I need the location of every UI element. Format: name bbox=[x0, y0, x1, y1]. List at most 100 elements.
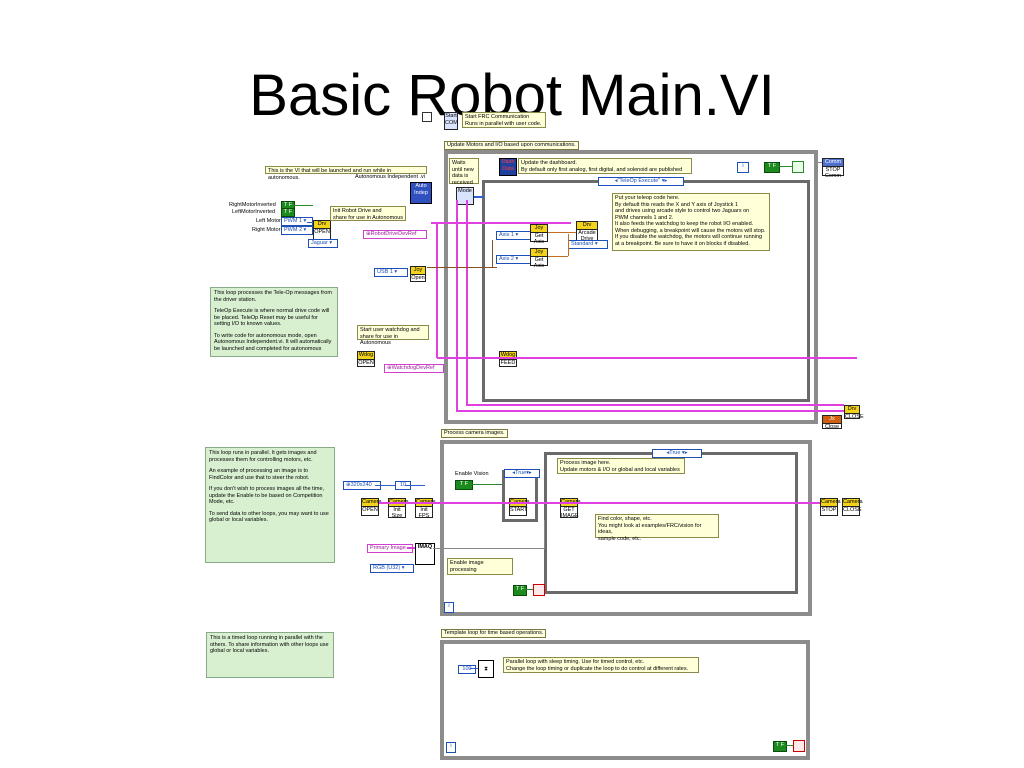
robot-drive-ref[interactable]: ⊕RobotDriveDevRef bbox=[363, 230, 427, 239]
camera-start-vi[interactable]: Camera START bbox=[509, 498, 530, 516]
camera-init-size-vi[interactable]: Camera Init Size bbox=[388, 498, 409, 519]
axis2-control[interactable]: Axis 2 ▾ bbox=[496, 255, 532, 264]
refnum-wire-1 bbox=[431, 222, 571, 224]
refnum-wire-3 bbox=[436, 224, 438, 358]
timed-while-loop bbox=[440, 640, 810, 760]
camera-loop-info-icon: i bbox=[444, 602, 454, 613]
left-motor-inverted-bool[interactable]: T F bbox=[281, 208, 295, 217]
imaq-wire bbox=[433, 548, 545, 549]
camera-while-loop bbox=[440, 440, 812, 616]
pwm-wire bbox=[307, 222, 313, 223]
top-bool-wire bbox=[778, 166, 792, 167]
update-motors-label: Update Motors and I/O based upon communi… bbox=[444, 141, 579, 150]
camera-loop-note: This loop runs in parallel. It gets imag… bbox=[205, 447, 335, 563]
timed-loop-info-icon: i bbox=[446, 742, 456, 753]
refnum-wire-5 bbox=[456, 200, 458, 412]
teleop-while-loop bbox=[444, 150, 818, 424]
start-mode-vi[interactable]: Mode bbox=[456, 187, 474, 205]
watchdog-open-vi[interactable]: Wdog OPEN bbox=[357, 351, 375, 367]
camera-main-wire bbox=[379, 502, 820, 504]
close-vi-top[interactable]: Jx Close bbox=[822, 415, 842, 430]
axis-wire-2v bbox=[568, 234, 569, 256]
axis1-control[interactable]: Axis 1 ▾ bbox=[496, 231, 532, 240]
dashboard-vi[interactable]: Dash Data bbox=[499, 158, 517, 176]
left-motor-inverted-label: LeftMotorInverted bbox=[232, 209, 276, 215]
refnum-wire-4 bbox=[456, 410, 844, 412]
camera-label: Process camera images. bbox=[441, 429, 508, 438]
camera-open-vi[interactable]: Camera OPEN bbox=[361, 498, 382, 516]
refnum-wire-6 bbox=[466, 404, 844, 406]
get-axis1-vi[interactable]: Joy Get Axis bbox=[530, 224, 548, 245]
start-comm-connector bbox=[422, 112, 432, 122]
robot-drive-open-vi[interactable]: Drv OPEN bbox=[313, 220, 331, 240]
enable-vision-bool[interactable]: T F bbox=[455, 480, 473, 490]
timed-loop-note: This is a timed loop running in parallel… bbox=[206, 632, 334, 678]
teleop-note: Put your teleop code here. By default th… bbox=[612, 193, 770, 251]
rgb-control[interactable]: RGB (U32) ▾ bbox=[370, 564, 414, 573]
joystick-wire bbox=[427, 267, 497, 268]
primary-image-wire bbox=[407, 547, 415, 549]
timed-stop-icon[interactable] bbox=[793, 740, 805, 752]
arcade-drive-vi[interactable]: Drv Arcade Drive bbox=[576, 221, 598, 242]
imaq-wire-v bbox=[544, 520, 545, 548]
camera-stop-wire bbox=[525, 589, 533, 590]
top-right-wire bbox=[818, 162, 822, 163]
stop-comm-vi[interactable]: Comm STOP Comm bbox=[822, 158, 844, 179]
camera-stop-bool[interactable]: T F bbox=[513, 585, 527, 596]
auto-indep-vi[interactable]: Auto Indep bbox=[410, 182, 432, 204]
usb1-control[interactable]: USB 1 ▾ bbox=[374, 268, 408, 277]
parallel-loop-note: Parallel loop with sleep timing. Use for… bbox=[503, 657, 699, 673]
wait-ms-control[interactable]: 100 bbox=[458, 665, 476, 674]
top-loop-info-icon: i bbox=[737, 162, 749, 173]
start-comm-note: Start FRC Communication Runs in parallel… bbox=[462, 112, 546, 128]
watchdog-close-vi[interactable]: Drv CLOSE bbox=[844, 405, 864, 420]
top-loop-stop-icon[interactable] bbox=[792, 161, 804, 173]
timed-stop-bool[interactable]: T F bbox=[773, 741, 787, 752]
refnum-wire-2 bbox=[437, 357, 857, 359]
camera-init-fps-vi[interactable]: Camera Init FPS bbox=[415, 498, 436, 519]
enable-vision-wire bbox=[471, 484, 502, 485]
top-loop-bool[interactable]: T F bbox=[764, 162, 780, 173]
timed-stop-wire bbox=[785, 745, 793, 746]
joystick-wire-v bbox=[492, 240, 493, 268]
watchdog-note: Start user watchdog and share for use in… bbox=[357, 325, 429, 346]
init-drive-note: Init Robot Drive and share for use in Au… bbox=[330, 206, 406, 221]
camera-get-image-vi[interactable]: Camera GET IMAGE bbox=[560, 498, 581, 519]
axis-wire-1 bbox=[548, 232, 576, 233]
resolution-wire bbox=[375, 485, 395, 486]
jaguar-control[interactable]: Jaguar ▾ bbox=[308, 239, 338, 248]
enable-vision-selector[interactable]: ◂True▾▸ bbox=[504, 469, 540, 478]
teleop-loop-note: This loop processes the Tele-Op messages… bbox=[210, 287, 338, 357]
mode-wire bbox=[474, 196, 484, 198]
watchdog-ref[interactable]: ⊕WatchdogDevRef bbox=[384, 364, 444, 373]
camera-stop-vi[interactable]: Camera STOP bbox=[820, 498, 841, 516]
process-image-note: Process image here. Update motors & I/O … bbox=[557, 458, 685, 474]
wait-timer-icon[interactable]: ⧗ bbox=[478, 660, 494, 678]
feed-vi[interactable]: Wdog FEED bbox=[499, 351, 517, 367]
right-motor-inverted-label: RightMotorInverted bbox=[229, 202, 276, 208]
left-motor-label: Left Motor bbox=[256, 218, 281, 224]
dashboard-note: Update the dashboard. By default only fi… bbox=[518, 158, 692, 174]
right-motor-label: Right Motor bbox=[252, 227, 281, 233]
timed-label: Template loop for time based operations. bbox=[441, 629, 547, 638]
enable-vision-label: Enable Vision bbox=[455, 471, 489, 477]
joystick-open-vi[interactable]: Joy Open bbox=[410, 266, 426, 282]
autonomous-independent-label: Autonomous Independent .vi bbox=[355, 174, 426, 180]
invert-wire bbox=[293, 205, 313, 206]
find-color-note: Find color, shape, etc. You might look a… bbox=[595, 514, 719, 542]
vi-launch-note: This is the VI that will be launched and… bbox=[265, 166, 427, 181]
enable-processing-label: Enable image processing bbox=[447, 558, 513, 575]
pwm2-control[interactable]: PWM 2 ▾ bbox=[281, 226, 313, 235]
wait-wire bbox=[470, 668, 478, 669]
get-axis2-vi[interactable]: Joy Get Axis bbox=[530, 248, 548, 269]
waits-note: Waits until new data is received bbox=[449, 158, 479, 186]
axis-wire-2 bbox=[548, 256, 568, 257]
camera-case-selector[interactable]: ◂True ▾▸ bbox=[652, 449, 702, 458]
camera-close-vi[interactable]: Camera CLOSE bbox=[842, 498, 863, 516]
camera-stop-icon[interactable] bbox=[533, 584, 545, 596]
start-comm-vi[interactable]: Start COM bbox=[444, 112, 458, 130]
imaq-vi[interactable]: IMAQ bbox=[415, 543, 435, 565]
teleop-case-selector[interactable]: ◂"TeleOp Execute" ▾▸ bbox=[598, 177, 684, 186]
standard-control[interactable]: Standard ▾ bbox=[568, 240, 608, 249]
pwm1-control[interactable]: PWM 1 ▾ bbox=[281, 217, 313, 226]
